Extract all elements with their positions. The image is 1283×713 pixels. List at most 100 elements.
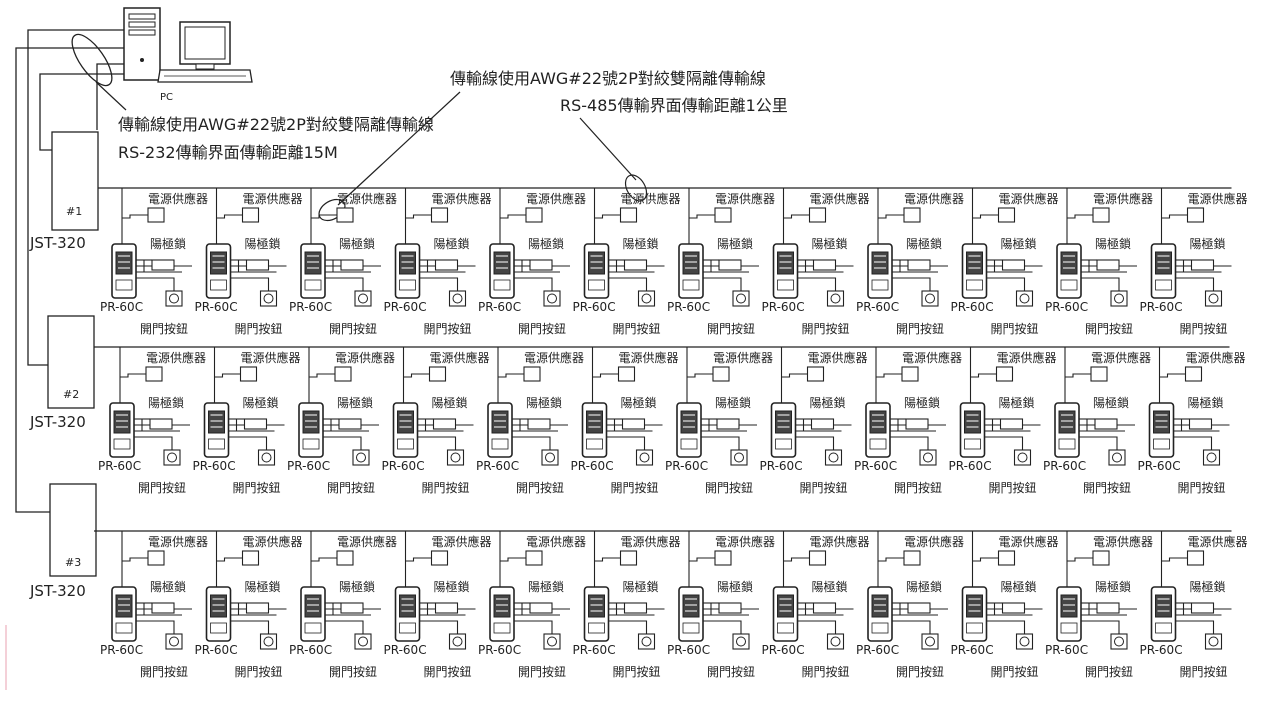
exit-button-label: 開門按鈕 bbox=[707, 322, 755, 336]
power-supply-label: 電源供應器 bbox=[715, 191, 775, 206]
controller-1-model: JST-320 bbox=[29, 234, 86, 252]
reader-label: PR-60C bbox=[762, 300, 805, 314]
power-supply-label: 電源供應器 bbox=[243, 191, 303, 206]
power-wire bbox=[311, 214, 337, 219]
exit-button-label: 開門按鈕 bbox=[991, 322, 1039, 336]
electric-lock-icon bbox=[245, 259, 270, 271]
power-supply-box bbox=[903, 550, 921, 566]
reader-card-zone bbox=[871, 279, 889, 291]
exit-button-label: 開門按鈕 bbox=[329, 322, 377, 336]
power-supply-box bbox=[430, 550, 449, 566]
exit-button-label: 開門按鈕 bbox=[989, 481, 1037, 495]
button-wire bbox=[797, 620, 837, 634]
electric-lock-label: 陽極鎖 bbox=[812, 579, 848, 594]
reader-card-zone bbox=[399, 279, 416, 291]
exit-button-icon bbox=[356, 452, 366, 463]
controller-2-model: JST-320 bbox=[29, 413, 86, 431]
reader-card-zone bbox=[210, 279, 227, 291]
power-supply-label: 電源供應器 bbox=[621, 534, 681, 549]
electric-lock-icon bbox=[999, 418, 1024, 430]
exit-button-box bbox=[163, 449, 181, 466]
reader-label: PR-60C bbox=[571, 459, 614, 473]
exit-button-icon bbox=[547, 293, 557, 304]
reader-label: PR-60C bbox=[760, 459, 803, 473]
exit-button-box bbox=[637, 290, 656, 307]
reader-keypad-icon bbox=[115, 251, 133, 275]
reader-keypad-icon bbox=[588, 251, 605, 275]
exit-button-icon bbox=[1112, 452, 1122, 463]
button-wire bbox=[1175, 277, 1215, 291]
power-wire bbox=[878, 214, 904, 219]
power-supply-label: 電源供應器 bbox=[1093, 534, 1153, 549]
power-supply-box bbox=[239, 366, 258, 382]
exit-button-icon bbox=[736, 293, 746, 304]
exit-button-icon bbox=[452, 293, 463, 304]
reader-keypad-icon bbox=[871, 594, 889, 618]
power-supply-box bbox=[525, 207, 543, 223]
exit-button-label: 開門按鈕 bbox=[424, 665, 472, 679]
exit-button-label: 開門按鈕 bbox=[1085, 665, 1133, 679]
power-wire bbox=[500, 557, 526, 562]
electric-lock-icon bbox=[718, 602, 742, 614]
button-wire bbox=[514, 620, 553, 634]
power-supply-box bbox=[145, 366, 163, 382]
electric-lock-label: 陽極鎖 bbox=[623, 579, 659, 594]
electric-lock-label: 陽極鎖 bbox=[150, 236, 186, 251]
controller-1: #1 JST-320 bbox=[29, 131, 99, 252]
reader-keypad-icon bbox=[493, 594, 511, 618]
power-supply-label: 電源供應器 bbox=[432, 191, 492, 206]
power-supply-box bbox=[241, 207, 260, 223]
power-supply-label: 電源供應器 bbox=[1093, 191, 1153, 206]
reader-keypad-icon bbox=[588, 594, 605, 618]
power-supply-label: 電源供應器 bbox=[621, 191, 681, 206]
rs485-note-pointer-right bbox=[579, 117, 637, 181]
reader-keypad-icon bbox=[302, 410, 320, 434]
exit-button-label: 開門按鈕 bbox=[896, 322, 944, 336]
exit-button-box bbox=[259, 290, 278, 307]
rs232-note-pointer bbox=[95, 81, 127, 111]
exit-button-box bbox=[732, 290, 750, 307]
power-supply-box bbox=[428, 366, 447, 382]
exit-button-icon bbox=[169, 293, 179, 304]
button-wire bbox=[608, 620, 648, 634]
exit-button-label: 開門按鈕 bbox=[613, 322, 661, 336]
exit-button-box bbox=[446, 449, 465, 466]
reader-keypad-icon bbox=[304, 594, 322, 618]
button-wire bbox=[230, 277, 270, 291]
exit-button-label: 開門按鈕 bbox=[235, 322, 283, 336]
exit-button-box bbox=[1013, 449, 1032, 466]
power-supply-label: 電源供應器 bbox=[337, 534, 397, 549]
reader-keypad-icon bbox=[491, 410, 509, 434]
electric-lock-label: 陽極鎖 bbox=[621, 395, 657, 410]
reader-keypad-icon bbox=[777, 594, 794, 618]
exit-button-box bbox=[1108, 449, 1126, 466]
power-supply-label: 電源供應器 bbox=[902, 350, 962, 365]
button-wire bbox=[608, 277, 648, 291]
exit-button-label: 開門按鈕 bbox=[800, 481, 848, 495]
power-supply-label: 電源供應器 bbox=[715, 534, 775, 549]
exit-button-label: 開門按鈕 bbox=[422, 481, 470, 495]
button-wire bbox=[417, 436, 457, 450]
reader-card-zone bbox=[682, 279, 700, 291]
exit-button-box bbox=[1015, 633, 1034, 650]
power-supply-box bbox=[619, 207, 638, 223]
power-wire bbox=[781, 373, 808, 378]
electric-lock-icon bbox=[434, 602, 459, 614]
button-wire bbox=[1081, 277, 1120, 291]
reader-keypad-icon bbox=[1060, 251, 1078, 275]
exit-button-box bbox=[637, 633, 656, 650]
electric-lock-icon bbox=[529, 259, 553, 271]
exit-button-label: 開門按鈕 bbox=[1178, 481, 1226, 495]
exit-button-icon bbox=[925, 636, 935, 647]
power-supply-label: 電源供應器 bbox=[241, 350, 301, 365]
